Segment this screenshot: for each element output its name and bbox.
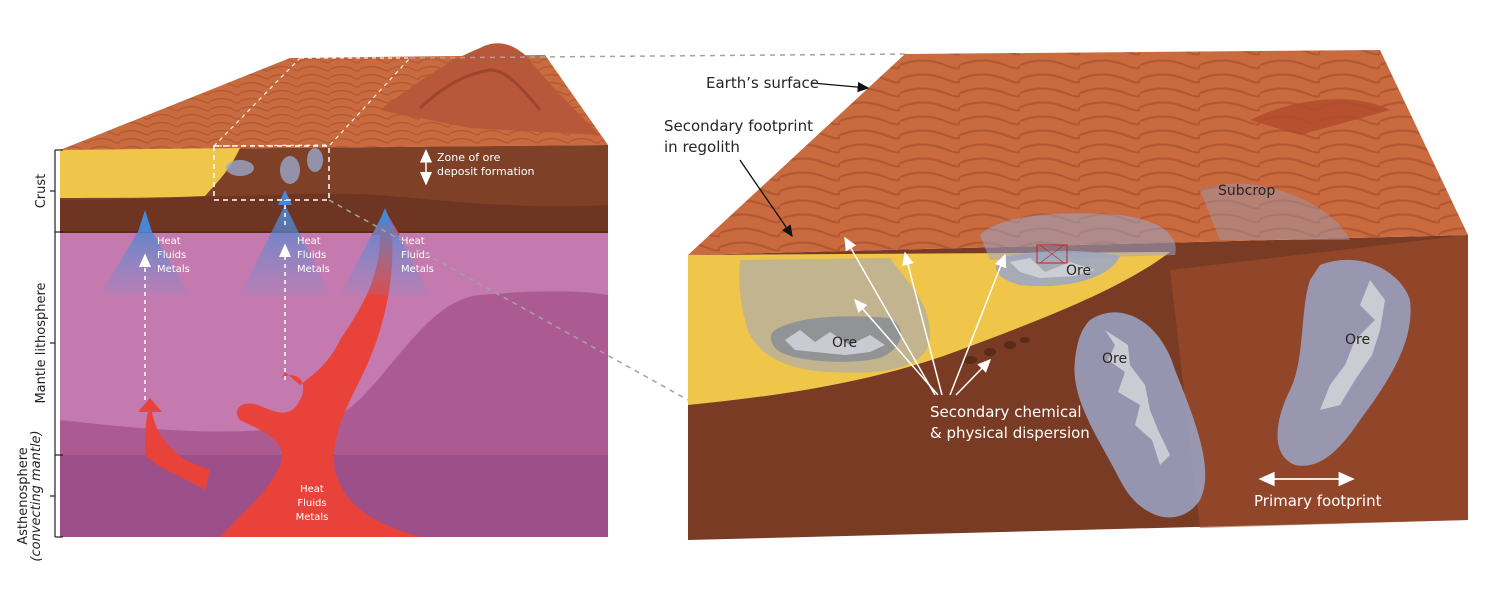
flow-label-2-heat: Heat xyxy=(297,236,321,247)
label-dispersion-1: Secondary chemical xyxy=(930,403,1082,421)
regolith-layer xyxy=(60,148,240,198)
flow-label-2: Heat Fluids Metals xyxy=(297,236,330,275)
flow-label-plume-heat: Heat xyxy=(300,484,324,495)
flow-label-1-metals: Metals xyxy=(157,264,190,275)
label-earths-surface: Earth’s surface xyxy=(706,74,819,92)
flow-label-1-fluids: Fluids xyxy=(157,250,186,261)
flow-label-1: Heat Fluids Metals xyxy=(157,236,190,275)
dispersion-arrows xyxy=(844,236,1007,396)
label-secondary-footprint-2: in regolith xyxy=(664,138,740,156)
flow-label-3: Heat Fluids Metals xyxy=(401,236,434,275)
label-dispersion-2: & physical dispersion xyxy=(930,424,1090,442)
label-ore-primary-1: Ore xyxy=(1102,351,1127,367)
flow-label-3-fluids: Fluids xyxy=(401,250,430,261)
label-subcrop: Subcrop xyxy=(1218,183,1275,199)
label-ore-regolith: Ore xyxy=(832,335,857,351)
flow-label-1-heat: Heat xyxy=(157,236,181,247)
flow-label-3-heat: Heat xyxy=(401,236,425,247)
label-ore-subcrop: Ore xyxy=(1066,263,1091,279)
zone-box xyxy=(213,145,330,201)
flow-label-2-metals: Metals xyxy=(297,264,330,275)
earths-surface-arrow xyxy=(811,81,870,93)
label-secondary-footprint-1: Secondary footprint xyxy=(664,117,813,135)
axis-mantle-lithosphere: Mantle lithosphere xyxy=(34,282,49,403)
zone-label-2: deposit formation xyxy=(437,165,535,178)
flow-label-plume-metals: Metals xyxy=(296,512,329,523)
left-block xyxy=(60,43,608,537)
axis-asthenosphere-sub: (convecting mantle) xyxy=(29,430,44,561)
zone-label-1: Zone of ore xyxy=(437,151,501,164)
right-surface xyxy=(688,50,1468,255)
flow-label-plume: Heat Fluids Metals xyxy=(296,484,329,523)
axis-crust: Crust xyxy=(34,174,49,209)
zoom-line-top xyxy=(409,53,906,59)
axis-asthenosphere: Asthenosphere xyxy=(16,447,31,545)
secondary-footprint-arrow xyxy=(739,159,793,238)
zoom-line-bottom xyxy=(328,199,689,401)
flow-label-2-fluids: Fluids xyxy=(297,250,326,261)
depth-axis xyxy=(50,149,63,538)
flow-label-plume-fluids: Fluids xyxy=(297,498,326,509)
label-ore-primary-2: Ore xyxy=(1345,332,1370,348)
label-primary-footprint: Primary footprint xyxy=(1254,492,1382,510)
flow-label-3-metals: Metals xyxy=(401,264,434,275)
volcano xyxy=(380,43,600,135)
right-block xyxy=(688,50,1468,540)
